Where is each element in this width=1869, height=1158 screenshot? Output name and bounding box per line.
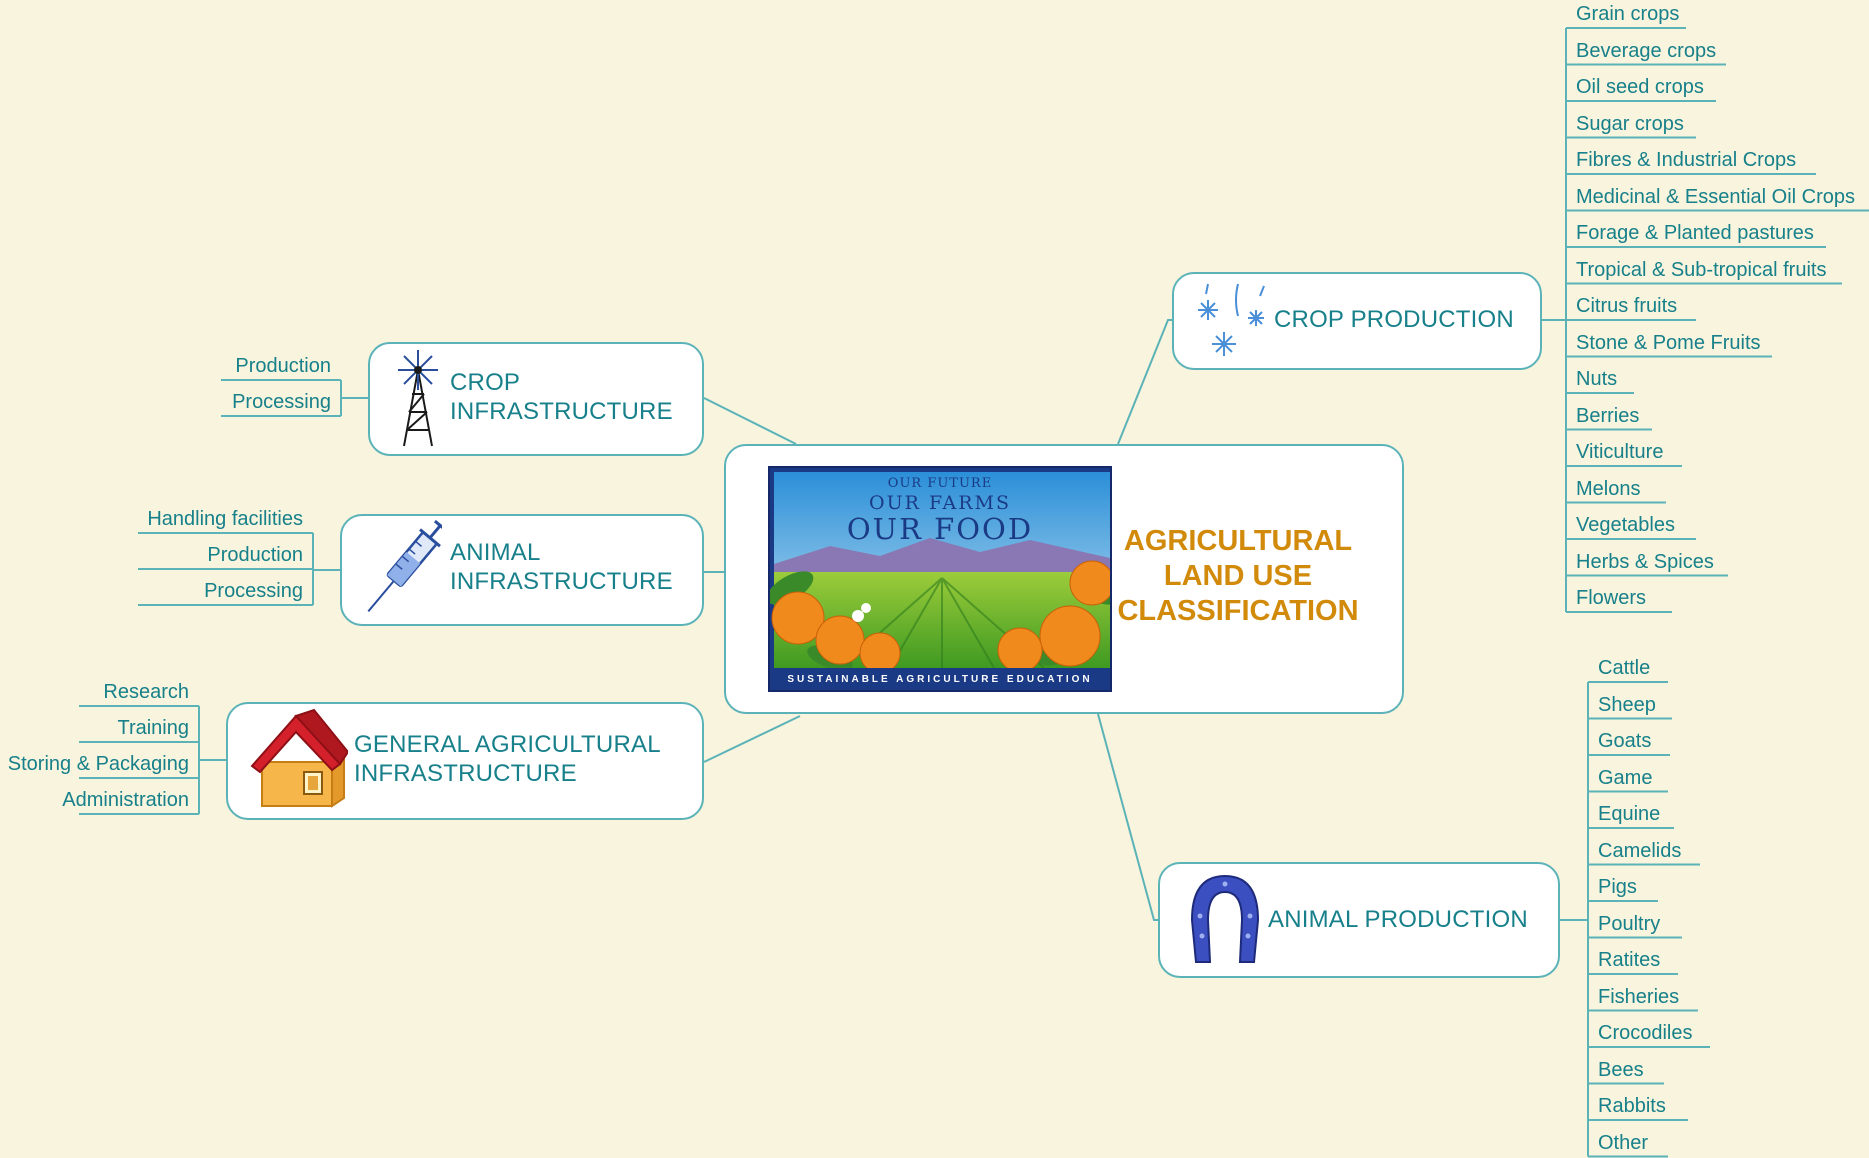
crop-production-leaf[interactable]: Flowers [1576,587,1647,609]
animal-production-leaf[interactable]: Cattle [1598,657,1651,679]
crop-production-leaf[interactable]: Sugar crops [1576,112,1684,135]
animal-production-leaf[interactable]: Camelids [1598,839,1682,862]
crop-production-leaf[interactable]: Fibres & Industrial Crops [1576,149,1797,171]
general-infra-leaf-training[interactable]: Training [117,717,189,739]
windmill-icon [394,346,442,455]
animal-production-leaf[interactable]: Sheep [1598,693,1656,716]
crop-production-leaf[interactable]: Beverage crops [1576,39,1717,62]
crop-infra-leaf-processing[interactable]: Processing [232,391,331,413]
central-title: AGRICULTURAL LAND USE CLASSIFICATION [1108,524,1368,629]
crop-production-leaf[interactable]: Stone & Pome Fruits [1576,331,1761,354]
crop-production-leaf[interactable]: Grain crops [1576,3,1680,25]
general-infrastructure-label-line2: INFRASTRUCTURE [354,760,577,787]
general-infrastructure-label: GENERAL AGRICULTURAL INFRASTRUCTURE [354,730,661,788]
animal-infra-leaf-handling-facilities[interactable]: Handling facilities [147,508,303,530]
general-infra-leaf-administration[interactable]: Administration [62,789,189,811]
crop-infrastructure-node[interactable] [368,342,704,456]
crop-production-leaf[interactable]: Melons [1576,477,1641,500]
central-title-line2: LAND USE [1163,560,1313,592]
our-food-banner-image: OUR FUTURE OUR FARMS OUR FOOD SUSTAINABL… [768,466,1112,692]
crop-production-leaf[interactable]: Oil seed crops [1576,76,1704,98]
horseshoe-icon [1180,866,1270,977]
crop-production-leaf[interactable]: Medicinal & Essential Oil Crops [1576,185,1855,208]
crop-production-label: CROP PRODUCTION [1274,306,1514,333]
general-infrastructure-label-line1: GENERAL AGRICULTURAL [354,731,661,758]
animal-production-leaf[interactable]: Ratites [1598,949,1661,971]
rain-snow-icon [1192,280,1272,367]
crop-infrastructure-label-line2: INFRASTRUCTURE [450,398,673,425]
animal-production-leaf[interactable]: Goats [1598,730,1652,752]
crop-production-leaf[interactable]: Vegetables [1576,514,1675,536]
animal-infrastructure-label: ANIMAL INFRASTRUCTURE [450,538,673,596]
crop-production-node[interactable] [1172,272,1542,370]
animal-production-leaf[interactable]: Poultry [1598,912,1661,935]
animal-production-leaf[interactable]: Rabbits [1598,1095,1666,1117]
banner-line2: OUR FARMS [869,492,1011,514]
animal-infrastructure-label-line1: ANIMAL [450,539,541,566]
crop-infrastructure-label: CROP INFRASTRUCTURE [450,368,673,426]
animal-production-leaf[interactable]: Pigs [1598,876,1637,898]
animal-production-leaf[interactable]: Game [1598,766,1653,789]
crop-production-leaf[interactable]: Tropical & Sub-tropical fruits [1576,258,1827,281]
animal-infra-leaf-production[interactable]: Production [207,544,303,566]
crop-production-leaf[interactable]: Viticulture [1576,441,1664,463]
animal-infra-leaf-processing[interactable]: Processing [204,580,303,602]
animal-production-leaf[interactable]: Equine [1598,803,1661,825]
general-infra-leaf-storing-packaging[interactable]: Storing & Packaging [7,753,189,775]
animal-production-leaf[interactable]: Other [1598,1131,1649,1154]
animal-production-leaf[interactable]: Crocodiles [1598,1022,1693,1044]
crop-production-leaf[interactable]: Forage & Planted pastures [1576,222,1814,244]
crop-infra-leaf-production[interactable]: Production [235,355,331,377]
banner-line3: OUR FOOD [846,512,1034,546]
crop-production-leaf[interactable]: Herbs & Spices [1576,550,1714,573]
house-icon [248,706,350,819]
animal-infrastructure-label-line2: INFRASTRUCTURE [450,568,673,595]
crop-production-leaf[interactable]: Citrus fruits [1576,295,1678,317]
central-title-line3: CLASSIFICATION [1117,595,1359,627]
crop-production-leaf[interactable]: Berries [1576,404,1640,427]
syringe-icon [364,519,447,625]
animal-production-leaf[interactable]: Bees [1598,1058,1644,1081]
animal-production-leaf[interactable]: Fisheries [1598,985,1680,1008]
banner-footer: SUSTAINABLE AGRICULTURE EDUCATION [787,674,1093,685]
crop-production-leaf[interactable]: Nuts [1576,368,1618,390]
banner-line1: OUR FUTURE [887,476,993,491]
crop-infrastructure-label-line1: CROP [450,369,521,396]
animal-production-label: ANIMAL PRODUCTION [1268,906,1528,933]
general-infra-leaf-research[interactable]: Research [103,681,189,703]
central-title-line1: AGRICULTURAL [1123,525,1353,557]
